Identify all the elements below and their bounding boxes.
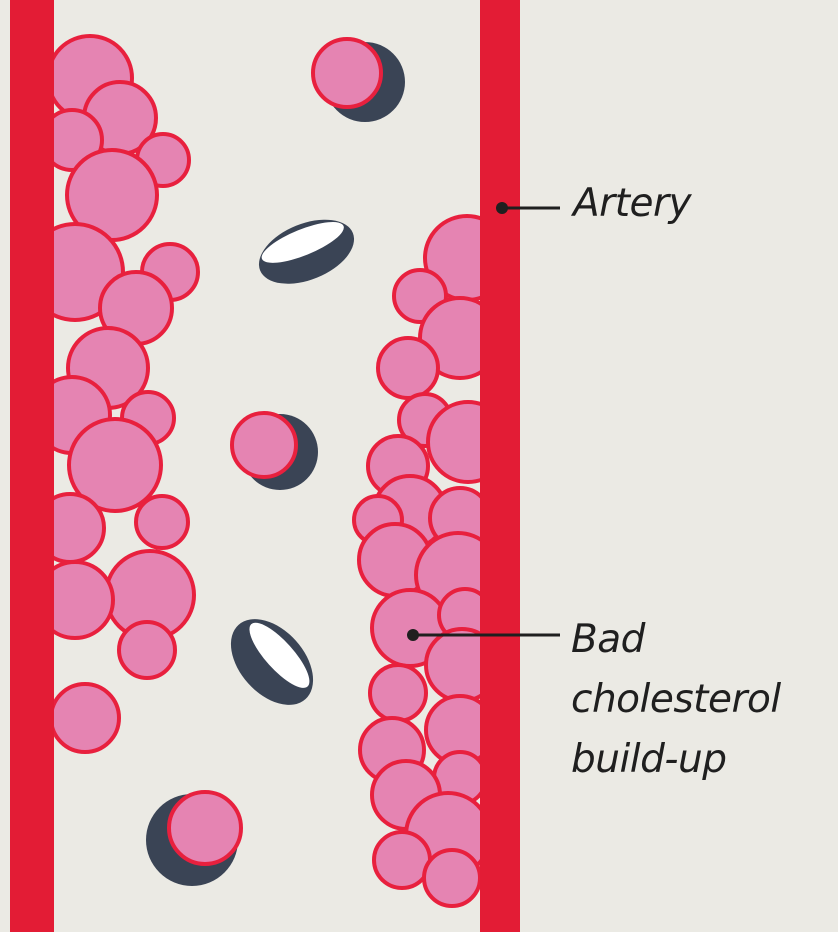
artery-wall-left xyxy=(10,0,54,932)
plaque-label-line-2: cholesterol xyxy=(571,670,781,730)
plaque-label-line-1: Bad xyxy=(571,610,781,670)
plaque-label: Bad cholesterol build-up xyxy=(571,610,781,790)
artery-wall-right xyxy=(480,0,520,932)
plaque-label-line-3: build-up xyxy=(571,730,781,790)
artery-label: Artery xyxy=(573,174,691,234)
